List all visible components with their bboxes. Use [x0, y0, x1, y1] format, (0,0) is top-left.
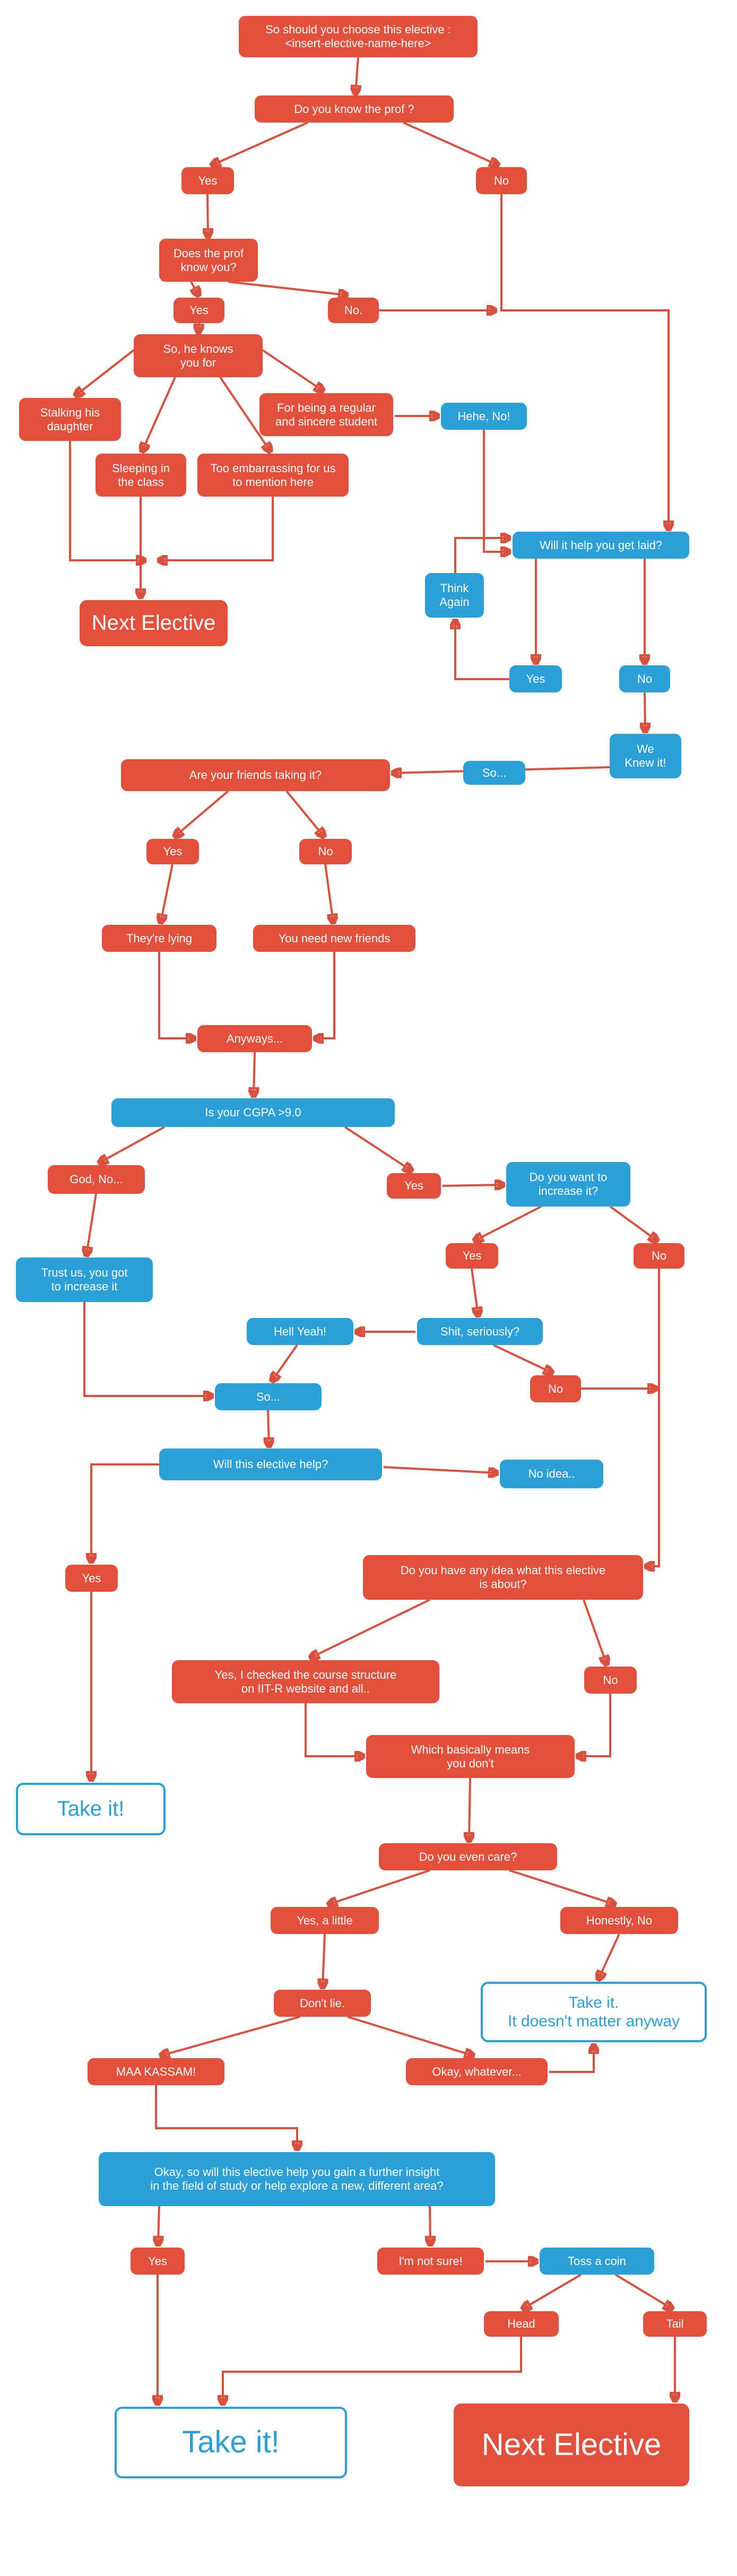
node-insight-question: Okay, so will this elective help you gai…: [99, 2152, 495, 2206]
node-honestly-no: Honestly, No: [560, 1907, 678, 1934]
node-no-friends: No: [299, 839, 352, 864]
node-theyre-lying: They're lying: [102, 925, 216, 952]
node-no-increase: No: [634, 1243, 684, 1269]
node-cgpa: Is your CGPA >9.0: [111, 1098, 395, 1127]
node-yes-a-little: Yes, a little: [271, 1907, 379, 1934]
node-so-1: So...: [463, 761, 525, 785]
node-any-idea: Do you have any idea what this elective …: [363, 1555, 643, 1600]
node-embarrassing: Too embarrassing for us to mention here: [197, 454, 349, 497]
node-yes-know-prof: Yes: [181, 167, 234, 194]
node-take-it-1: Take it!: [16, 1783, 166, 1835]
node-hell-yeah: Hell Yeah!: [247, 1318, 353, 1345]
node-not-sure: I'm not sure!: [377, 2248, 484, 2275]
node-head: Head: [484, 2311, 559, 2337]
node-no-know-prof: No: [476, 167, 527, 194]
node-yes-increase: Yes: [446, 1243, 498, 1269]
node-think-again: Think Again: [425, 573, 484, 618]
node-next-elective-top: Next Elective: [80, 600, 228, 646]
node-anyways: Anyways...: [197, 1025, 312, 1052]
node-no-idea-answer: No: [584, 1667, 637, 1694]
node-get-laid: Will it help you get laid?: [513, 532, 689, 559]
node-no-idea: No idea..: [500, 1460, 603, 1488]
node-title: So should you choose this elective : <in…: [239, 16, 478, 57]
node-no-laid: No: [619, 665, 670, 692]
node-new-friends: You need new friends: [253, 925, 415, 952]
node-elective-help: Will this elective help?: [159, 1449, 382, 1480]
node-we-knew-it: We Knew it!: [610, 734, 681, 778]
node-basically-dont: Which basically means you don't: [366, 1735, 575, 1778]
node-shit-seriously: Shit, seriously?: [417, 1318, 543, 1345]
node-regular-student: For being a regular and sincere student: [259, 393, 393, 436]
node-stalking: Stalking his daughter: [19, 398, 121, 441]
node-okay-whatever: Okay, whatever...: [406, 2058, 548, 2085]
node-no-seriously: No: [530, 1375, 581, 1402]
node-yes-friends: Yes: [146, 839, 199, 864]
node-take-it-2: Take it. It doesn't matter anyway: [481, 1982, 707, 2042]
node-take-it-final: Take it!: [115, 2407, 347, 2478]
node-so-2: So...: [215, 1383, 322, 1410]
node-yes-help: Yes: [65, 1565, 118, 1592]
node-hehe-no: Hehe, No!: [441, 403, 527, 430]
node-tail: Tail: [643, 2311, 707, 2337]
node-checked-website: Yes, I checked the course structure on I…: [172, 1660, 439, 1703]
node-yes-insight: Yes: [131, 2248, 185, 2275]
node-next-elective-final: Next Elective: [454, 2404, 689, 2486]
node-yes-cgpa: Yes: [387, 1173, 441, 1199]
node-knows-you-for: So, he knows you for: [134, 334, 263, 377]
node-know-prof: Do you know the prof ?: [255, 96, 454, 123]
node-god-no: God, No...: [48, 1165, 145, 1194]
node-friends-taking: Are your friends taking it?: [121, 759, 390, 791]
node-dont-lie: Don't lie.: [274, 1990, 371, 2017]
node-want-increase: Do you want to increase it?: [506, 1162, 630, 1207]
node-maa-kassam: MAA KASSAM!: [88, 2058, 224, 2085]
node-toss-a-coin: Toss a coin: [540, 2248, 654, 2275]
node-no-prof-knows: No.: [328, 298, 379, 323]
node-even-care: Do you even care?: [379, 1843, 557, 1870]
node-trust-us: Trust us, you got to increase it: [16, 1257, 153, 1302]
node-yes-laid: Yes: [509, 665, 562, 692]
node-prof-know-you: Does the prof know you?: [159, 239, 258, 282]
node-yes-prof-knows: Yes: [174, 298, 224, 323]
node-sleeping: Sleeping in the class: [96, 454, 186, 497]
